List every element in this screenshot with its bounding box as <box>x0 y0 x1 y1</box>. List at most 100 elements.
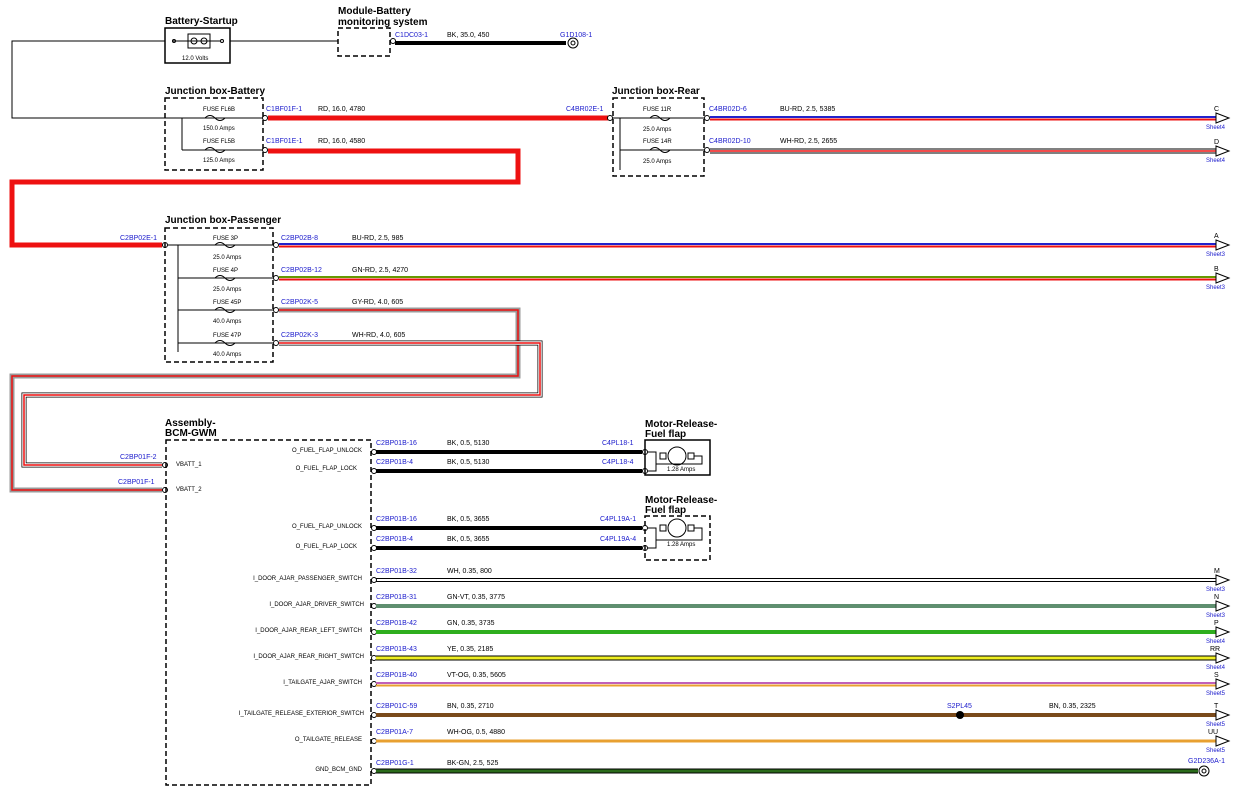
pin-c1dc03 <box>390 38 396 44</box>
offsheet-sheet[interactable]: Sheet5 <box>1206 722 1226 728</box>
motor-row-conn: C2BP01B-4 <box>376 459 413 466</box>
bcm-pin-vbatt2: VBATT_2 <box>176 487 202 493</box>
conn-c4br02d-10: C4BR02D-10 <box>709 138 751 145</box>
bcm-row-spec: VT-OG, 0.35, 5605 <box>447 672 506 679</box>
fuse-45p-name: FUSE 45P <box>213 300 241 306</box>
fuse-3p-icon <box>214 242 236 248</box>
bcm-row-spec: WH-OG, 0.5, 4880 <box>447 729 505 736</box>
motor-row-dest: C4PL18-4 <box>602 459 634 466</box>
module-battery-title-1: Module-Battery <box>338 6 411 17</box>
bcm-row-tailgate-ajar: I_TAILGATE_AJAR_SWITCH C2BP01B-40 VT-OG,… <box>283 672 1231 697</box>
conn-g1d108: G1D108-1 <box>560 32 592 39</box>
offsheet-letter: UU <box>1208 729 1218 736</box>
conn-c2bp02b-12: C2BP02B-12 <box>281 267 322 274</box>
offsheet-arrow[interactable] <box>1215 600 1231 612</box>
motor-row-dest: C4PL19A-1 <box>600 516 636 523</box>
offsheet-c-sheet[interactable]: Sheet4 <box>1206 125 1226 131</box>
offsheet-b-arrow[interactable] <box>1215 272 1231 284</box>
ground-g2d236a-icon <box>1198 765 1210 777</box>
wire-spec-fl6b: RD, 16.0, 4780 <box>318 106 365 113</box>
motor-row-spec: BK, 0.5, 5130 <box>447 440 490 447</box>
motor-row-pin: O_FUEL_FLAP_LOCK <box>296 544 357 550</box>
offsheet-d-arrow[interactable] <box>1215 145 1231 157</box>
wire-spec-3p: BU-RD, 2.5, 985 <box>352 235 403 242</box>
motor-row-pin: O_FUEL_FLAP_UNLOCK <box>292 448 362 454</box>
fuse-11r-icon <box>649 115 671 121</box>
motor-row-dest: C4PL19A-4 <box>600 536 636 543</box>
fuse-fl5b-icon <box>204 147 226 153</box>
offsheet-arrow[interactable] <box>1215 709 1231 721</box>
motor-row-1: O_FUEL_FLAP_UNLOCK C2BP01B-16 BK, 0.5, 5… <box>292 440 642 455</box>
bcm-row-pin: I_TAILGATE_AJAR_SWITCH <box>283 680 362 686</box>
bcm-row-pin: I_DOOR_AJAR_REAR_RIGHT_SWITCH <box>253 654 364 660</box>
bcm-row-conn: C2BP01B-32 <box>376 568 417 575</box>
offsheet-c-arrow[interactable] <box>1215 112 1231 124</box>
bcm-row-conn: C2BP01B-43 <box>376 646 417 653</box>
bcm-row-pin: I_TAILGATE_RELEASE_EXTERIOR_SWITCH <box>239 711 364 717</box>
module-battery-box[interactable] <box>337 27 391 57</box>
jb-rear-box[interactable] <box>612 97 705 177</box>
offsheet-d-sheet[interactable]: Sheet4 <box>1206 158 1226 164</box>
jb-passenger-box[interactable] <box>164 227 274 363</box>
jb-passenger-title: Junction box-Passenger <box>165 215 281 226</box>
motor-row-spec: BK, 0.5, 5130 <box>447 459 490 466</box>
conn-c2bp02k-3: C2BP02K-3 <box>281 332 318 339</box>
conn-c2bp01f-1: C2BP01F-1 <box>118 479 155 486</box>
fuse-47p-icon <box>214 340 236 346</box>
fuse-11r-name: FUSE 11R <box>643 107 672 113</box>
offsheet-arrow[interactable] <box>1215 574 1231 586</box>
fuse-47p-name: FUSE 47P <box>213 333 241 339</box>
offsheet-arrow[interactable] <box>1215 678 1231 690</box>
offsheet-letter: T <box>1214 703 1219 710</box>
bcm-row-spec2: BN, 0.35, 2325 <box>1049 703 1096 710</box>
motor-row-conn: C2BP01B-16 <box>376 516 417 523</box>
fuse-14r-name: FUSE 14R <box>643 139 672 145</box>
fuse-14r-icon <box>649 147 671 153</box>
fuse-fl5b-name: FUSE FL5B <box>203 139 235 145</box>
wire-fl5b-red <box>9 148 521 248</box>
bcm-row-spec: GN-VT, 0.35, 3775 <box>447 594 505 601</box>
offsheet-arrow[interactable] <box>1215 626 1231 638</box>
bcm-row-conn: C2BP01A-7 <box>376 729 413 736</box>
fuse-45p-icon <box>214 307 236 313</box>
jb-battery-box[interactable] <box>164 97 264 171</box>
bcm-row-spec: BN, 0.35, 2710 <box>447 703 494 710</box>
offsheet-arrow[interactable] <box>1215 652 1231 664</box>
motor2-icon <box>667 518 687 538</box>
bcm-row-pin: I_DOOR_AJAR_DRIVER_SWITCH <box>269 602 364 608</box>
offsheet-b-sheet[interactable]: Sheet3 <box>1206 285 1226 291</box>
battery-rating: 12.0 Volts <box>182 56 208 62</box>
fuse-4p-rating: 25.0 Amps <box>213 287 241 293</box>
offsheet-arrow[interactable] <box>1215 735 1231 747</box>
motor2-box[interactable] <box>644 515 711 561</box>
offsheet-sheet[interactable]: Sheet5 <box>1206 691 1226 697</box>
offsheet-letter: N <box>1214 594 1219 601</box>
offsheet-sheet[interactable]: Sheet5 <box>1206 748 1226 754</box>
bcm-row-rear-left: I_DOOR_AJAR_REAR_LEFT_SWITCH C2BP01B-42 … <box>255 620 1231 645</box>
motor-row-pin: O_FUEL_FLAP_LOCK <box>296 466 357 472</box>
offsheet-sheet[interactable]: Sheet3 <box>1206 613 1226 619</box>
offsheet-a-arrow[interactable] <box>1215 239 1231 251</box>
wire-spec-47p: WH-RD, 4.0, 605 <box>352 332 405 339</box>
offsheet-letter: RR <box>1210 646 1220 653</box>
bcm-box[interactable] <box>165 439 372 786</box>
conn-c1bf01f: C1BF01F-1 <box>266 106 302 113</box>
offsheet-sheet[interactable]: Sheet3 <box>1206 587 1226 593</box>
motor-row-spec: BK, 0.5, 3655 <box>447 536 490 543</box>
bcm-row-pin: O_TAILGATE_RELEASE <box>295 737 362 743</box>
offsheet-sheet[interactable]: Sheet4 <box>1206 639 1226 645</box>
offsheet-a-letter: A <box>1214 233 1219 240</box>
offsheet-sheet[interactable]: Sheet4 <box>1206 665 1226 671</box>
bcm-row-dest: G2D236A-1 <box>1188 758 1225 765</box>
conn-c4br02d-6: C4BR02D-6 <box>709 106 747 113</box>
jb-battery-title: Junction box-Battery <box>165 86 265 97</box>
bcm-title-2: BCM-GWM <box>165 428 217 439</box>
ground-g1d108-icon <box>567 37 579 49</box>
offsheet-a-sheet[interactable]: Sheet3 <box>1206 252 1226 258</box>
bcm-row-passenger: I_DOOR_AJAR_PASSENGER_SWITCH C2BP01B-32 … <box>253 568 1231 593</box>
battery-feed-wire <box>11 40 172 119</box>
fuse-fl6b-name: FUSE FL6B <box>203 107 235 113</box>
conn-c2bp02e: C2BP02E-1 <box>120 235 157 242</box>
fuse-3p-rating: 25.0 Amps <box>213 255 241 261</box>
